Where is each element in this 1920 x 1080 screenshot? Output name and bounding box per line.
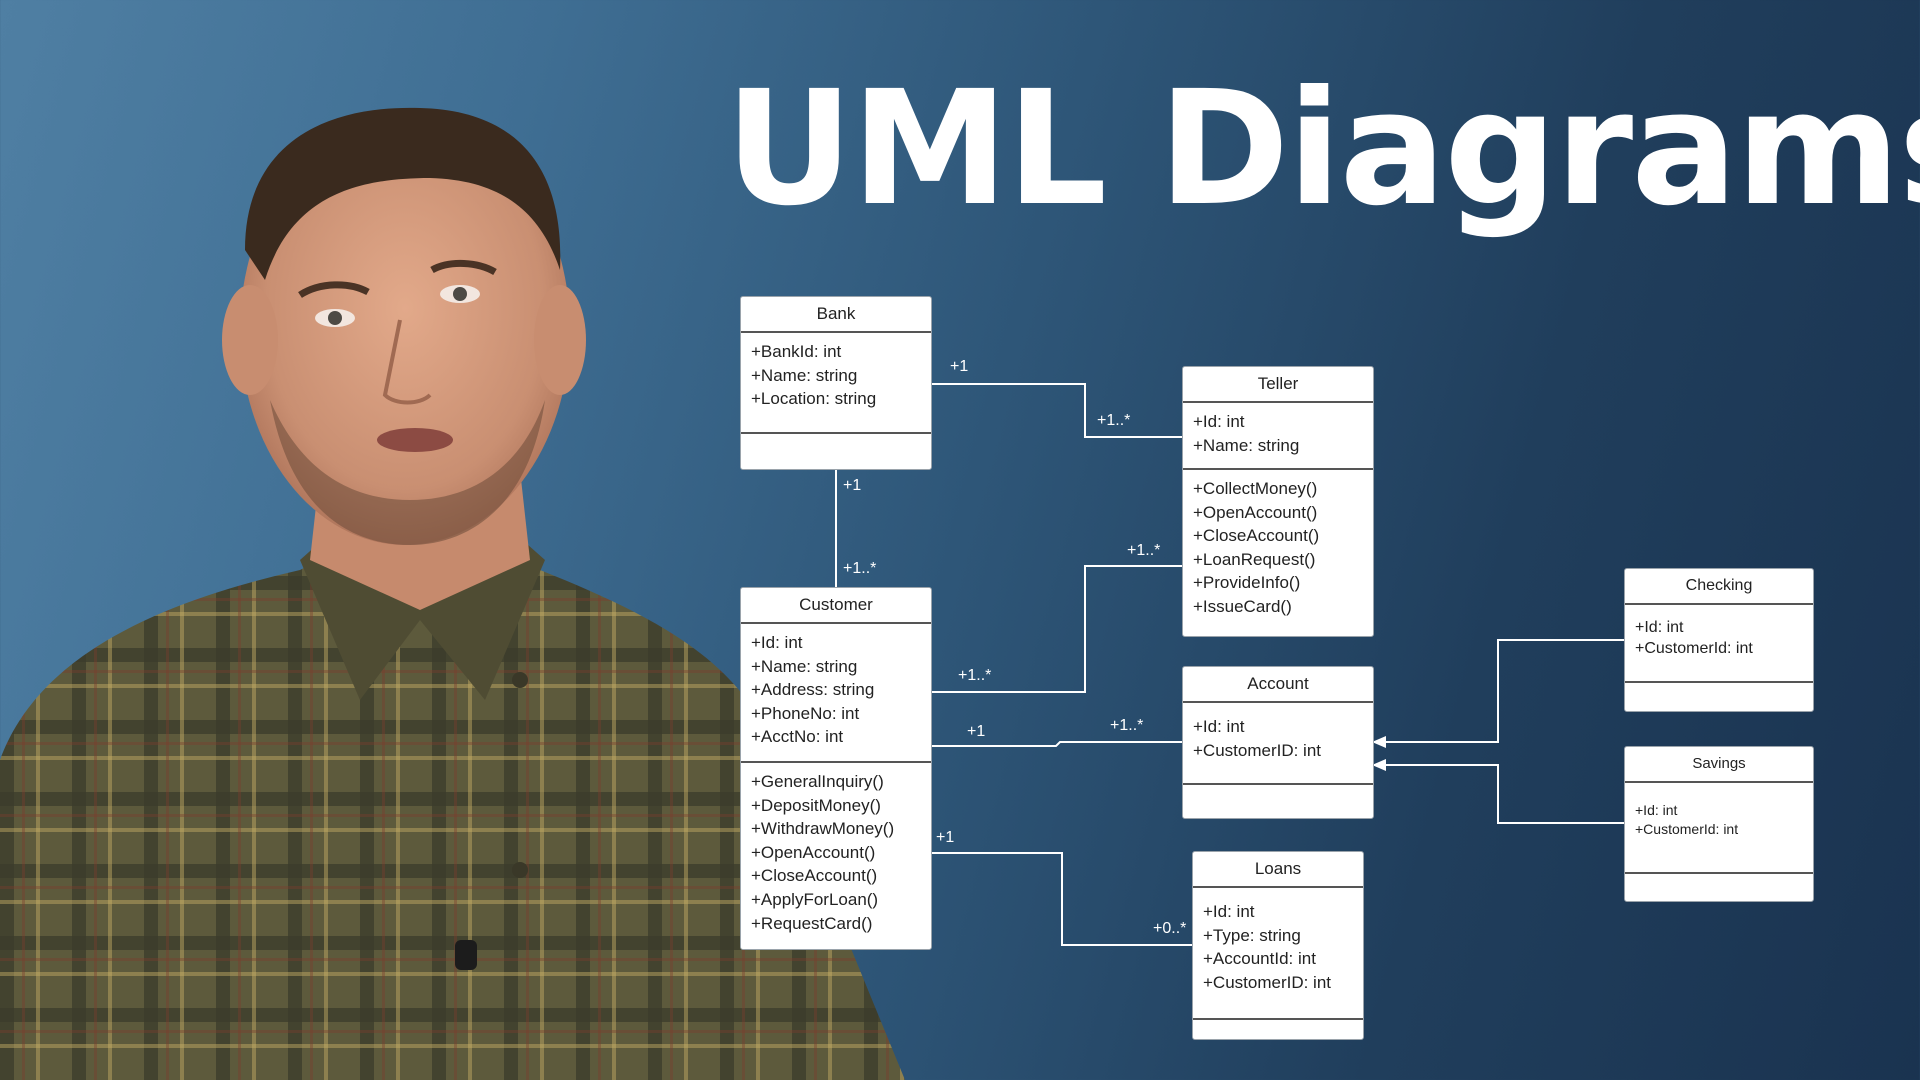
- presenter-photo: [0, 107, 905, 1080]
- class-teller-name: Teller: [1183, 367, 1373, 403]
- class-loans-attributes: +Id: int +Type: string +AccountId: int +…: [1193, 888, 1363, 1020]
- page-title: UML Diagrams: [725, 57, 1920, 241]
- attribute: +Location: string: [751, 389, 877, 409]
- multiplicity-label: +1: [967, 723, 986, 740]
- multiplicity-label: +1..*: [843, 560, 877, 577]
- attribute: +Name: string: [1193, 435, 1300, 455]
- multiplicity-label: +1: [843, 477, 862, 494]
- multiplicity-label: +1..*: [1097, 412, 1131, 429]
- bank-teller-connector: [932, 383, 1182, 438]
- operation: +GeneralInquiry(): [751, 772, 884, 791]
- attribute: +Id: int: [1635, 619, 1684, 636]
- attribute: +AccountId: int: [1203, 949, 1316, 969]
- class-account-operations: [1183, 785, 1373, 798]
- multiplicity-label: +1: [950, 358, 969, 375]
- class-account-attributes: +Id: int +CustomerID: int: [1183, 703, 1373, 785]
- class-checking-name: Checking: [1625, 569, 1813, 605]
- operation: +CollectMoney(): [1193, 479, 1318, 498]
- multiplicity-label: +1..*: [1127, 542, 1161, 559]
- customer-loans-connector: [932, 852, 1192, 946]
- operation: +ApplyForLoan(): [751, 889, 879, 909]
- class-customer-operations: +GeneralInquiry() +DepositMoney() +Withd…: [741, 763, 931, 941]
- class-savings-attributes: +Id: int +CustomerId: int: [1625, 783, 1813, 874]
- class-savings-operations: [1625, 874, 1813, 887]
- operation: +CloseAccount(): [1193, 526, 1320, 546]
- multiplicity-label: +0..*: [1153, 920, 1187, 937]
- class-customer-attributes: +Id: int +Name: string +Address: string …: [741, 624, 931, 763]
- attribute: +Name: string: [751, 365, 858, 385]
- attribute: +CustomerId: int: [1635, 640, 1753, 657]
- attribute: +Id: int: [1193, 717, 1245, 736]
- attribute: +PhoneNo: int: [751, 703, 860, 723]
- class-loans-name: Loans: [1193, 852, 1363, 888]
- class-checking[interactable]: Checking +Id: int +CustomerId: int: [1624, 568, 1814, 712]
- attribute: +CustomerID: int: [1203, 972, 1332, 992]
- operation: +OpenAccount(): [751, 842, 876, 862]
- class-bank[interactable]: Bank +BankId: int +Name: string +Locatio…: [740, 296, 932, 470]
- attribute: +Id: int: [1193, 412, 1245, 431]
- class-teller-operations: +CollectMoney() +OpenAccount() +CloseAcc…: [1183, 470, 1373, 625]
- operation: +ProvideInfo(): [1193, 573, 1301, 593]
- class-teller-attributes: +Id: int +Name: string: [1183, 403, 1373, 470]
- attribute: +CustomerID: int: [1193, 740, 1322, 760]
- attribute: +Id: int: [1203, 902, 1255, 921]
- class-bank-name: Bank: [741, 297, 931, 333]
- generalization-arrowhead-icon: [1372, 736, 1386, 748]
- attribute: +AcctNo: int: [751, 727, 844, 747]
- class-account-name: Account: [1183, 667, 1373, 703]
- class-customer-name: Customer: [741, 588, 931, 624]
- class-bank-operations: [741, 434, 931, 447]
- operation: +RequestCard(): [751, 913, 873, 933]
- attribute: +Id: int: [751, 633, 803, 652]
- operation: +OpenAccount(): [1193, 502, 1318, 522]
- operation: +LoanRequest(): [1193, 549, 1316, 569]
- multiplicity-label: +1..*: [958, 667, 992, 684]
- operation: +CloseAccount(): [751, 866, 878, 886]
- attribute: +Id: int: [1635, 802, 1678, 818]
- class-account[interactable]: Account +Id: int +CustomerID: int: [1182, 666, 1374, 819]
- class-customer[interactable]: Customer +Id: int +Name: string +Address…: [740, 587, 932, 950]
- operation: +WithdrawMoney(): [751, 819, 895, 839]
- savings-account-connector: [1374, 764, 1624, 824]
- class-loans[interactable]: Loans +Id: int +Type: string +AccountId:…: [1192, 851, 1364, 1040]
- class-checking-operations: [1625, 683, 1813, 696]
- attribute: +Type: string: [1203, 925, 1301, 945]
- class-bank-attributes: +BankId: int +Name: string +Location: st…: [741, 333, 931, 434]
- generalization-arrowhead-icon: [1372, 759, 1386, 771]
- operation: +IssueCard(): [1193, 596, 1292, 616]
- class-loans-operations: [1193, 1020, 1363, 1033]
- attribute: +BankId: int: [751, 342, 842, 361]
- class-teller[interactable]: Teller +Id: int +Name: string +CollectMo…: [1182, 366, 1374, 637]
- operation: +DepositMoney(): [751, 795, 881, 815]
- checking-account-connector: [1374, 639, 1624, 743]
- customer-account-connector: [932, 741, 1182, 747]
- attribute: +Name: string: [751, 656, 858, 676]
- attribute: +Address: string: [751, 680, 875, 700]
- class-checking-attributes: +Id: int +CustomerId: int: [1625, 605, 1813, 683]
- attribute: +CustomerId: int: [1635, 821, 1739, 837]
- class-savings-name: Savings: [1625, 747, 1813, 783]
- multiplicity-label: +1..*: [1110, 717, 1144, 734]
- multiplicity-label: +1: [936, 829, 955, 846]
- class-savings[interactable]: Savings +Id: int +CustomerId: int: [1624, 746, 1814, 902]
- teller-customer-connector: [932, 565, 1182, 693]
